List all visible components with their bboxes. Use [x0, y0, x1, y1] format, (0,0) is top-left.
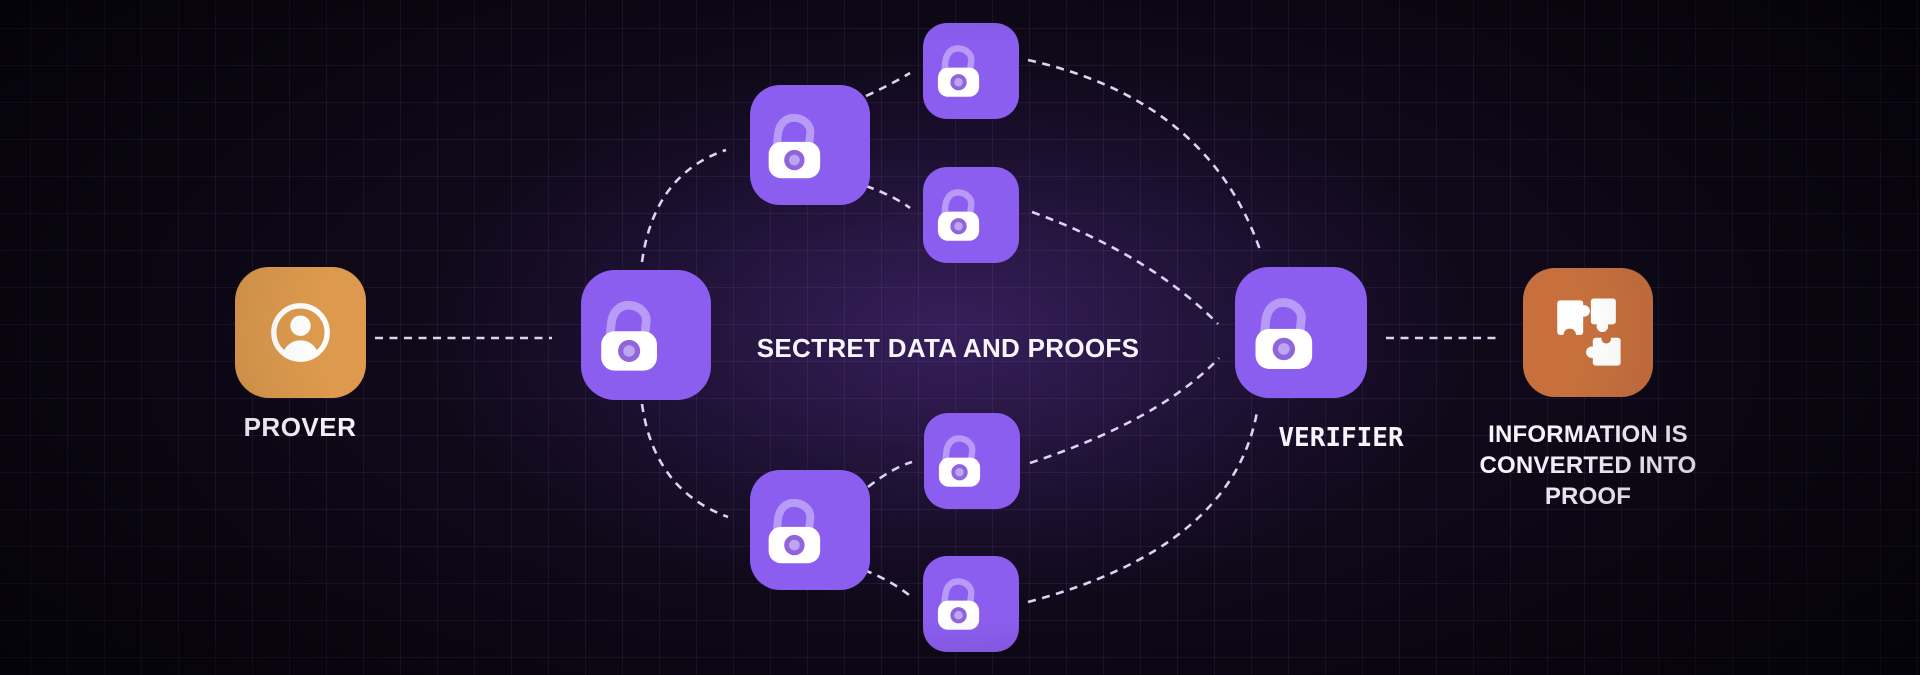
- secret-lock-node-small-3: [924, 413, 1020, 509]
- secret-lock-node-small-1: [923, 23, 1019, 119]
- puzzle-icon: [1540, 285, 1636, 381]
- arrow-upper-to-small-2: [865, 184, 911, 210]
- user-icon: [252, 284, 349, 381]
- verifier-label: VERIFIER: [1278, 423, 1404, 453]
- arrow-lower-to-small-3: [867, 460, 913, 489]
- arrow-upper-to-small-1: [865, 71, 911, 98]
- arrow-small-3-to-verifier: [1029, 357, 1220, 465]
- lock-open-icon: [924, 425, 1020, 496]
- lock-open-icon: [923, 35, 1019, 106]
- lock-open-icon: [750, 486, 870, 575]
- arrow-small-1-to-verifier: [1027, 58, 1262, 251]
- secret-lock-node-small-2: [923, 167, 1019, 263]
- lock-open-icon: [923, 179, 1019, 250]
- center-caption: SECTRET DATA AND PROOFS: [756, 333, 1140, 363]
- prover-node: [235, 267, 366, 398]
- secret-lock-node-main: [581, 270, 711, 400]
- prover-label: PROVER: [243, 412, 357, 442]
- arrow-small-4-to-verifier: [1027, 411, 1259, 604]
- arrow-main-to-upper-lock: [640, 148, 727, 263]
- lock-open-icon: [923, 568, 1019, 639]
- arrow-main-to-lower-lock: [640, 403, 729, 519]
- lock-open-icon: [1235, 284, 1367, 382]
- lock-open-icon: [581, 287, 711, 383]
- arrow-lower-to-small-4: [863, 568, 910, 597]
- lock-open-icon: [750, 101, 870, 190]
- verifier-node: [1235, 267, 1367, 398]
- proof-result-label: INFORMATION IS CONVERTED INTO PROOF: [1479, 421, 1697, 510]
- proof-node: [1523, 268, 1653, 397]
- secret-lock-node-small-4: [923, 556, 1019, 652]
- secret-lock-node-upper: [750, 85, 870, 205]
- secret-lock-node-lower: [750, 470, 870, 590]
- arrow-small-2-to-verifier: [1031, 210, 1219, 325]
